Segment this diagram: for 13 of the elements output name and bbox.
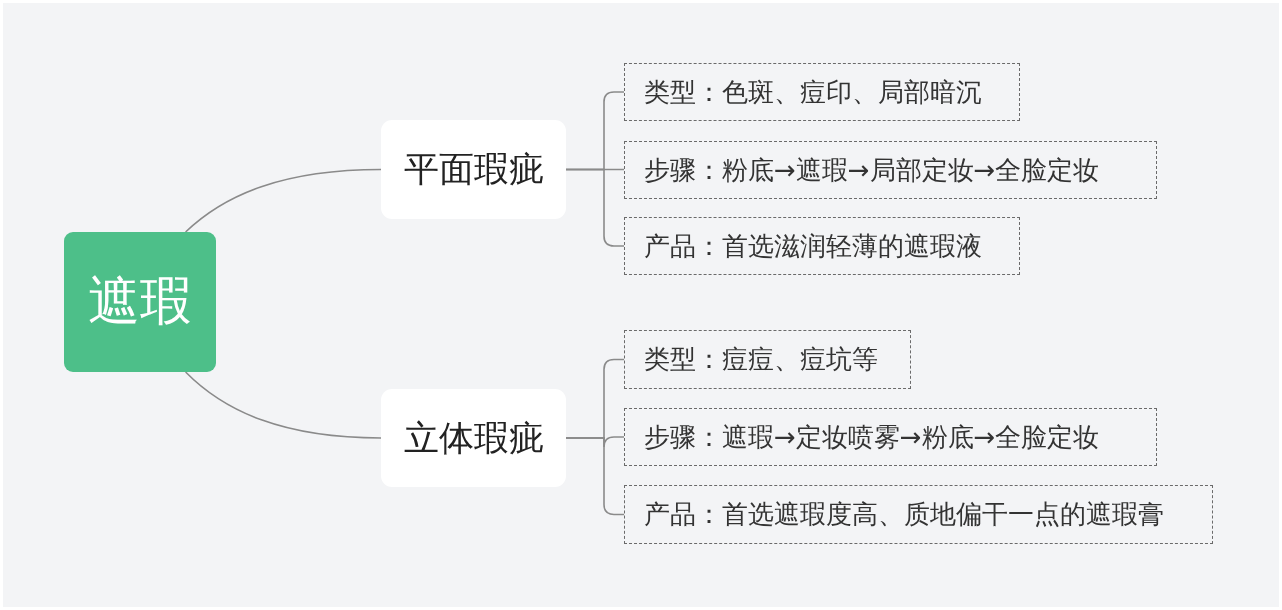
central-topic-box: 遮瑕 [64, 232, 216, 372]
connector-line [184, 371, 382, 439]
detail-box: 类型：色斑、痘印、局部暗沉 [624, 63, 1020, 121]
connector-line [184, 168, 382, 233]
detail-box: 步骤：粉底→遮瑕→局部定妆→全脸定妆 [624, 141, 1157, 199]
detail-box: 产品：首选滋润轻薄的遮瑕液 [624, 217, 1020, 275]
connector-line [565, 437, 625, 516]
connector-line [565, 168, 625, 247]
detail-box: 步骤：遮瑕→定妆喷雾→粉底→全脸定妆 [624, 408, 1157, 466]
detail-box: 产品：首选遮瑕度高、质地偏干一点的遮瑕膏 [624, 485, 1213, 544]
detail-box: 类型：痘痘、痘坑等 [624, 330, 911, 389]
subtopic-box: 平面瑕疵 [381, 120, 566, 219]
subtopic-box: 立体瑕疵 [381, 389, 566, 487]
